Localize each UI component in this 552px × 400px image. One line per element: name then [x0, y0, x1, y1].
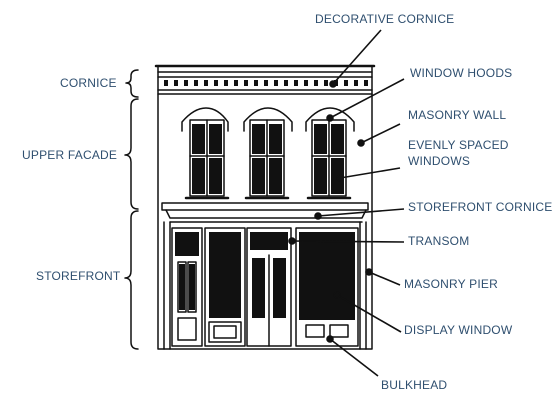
label-storefront: STOREFRONT [36, 269, 121, 283]
window-hood-center [243, 107, 293, 132]
label-masonry-pier: MASONRY PIER [404, 277, 498, 291]
cornice-brace [125, 69, 139, 98]
label-windows: WINDOWS [408, 154, 471, 168]
upper-facade-brace [124, 98, 139, 210]
label-window-hoods: WINDOW HOODS [410, 66, 513, 80]
label-masonry-wall: MASONRY WALL [408, 108, 507, 122]
label-decorative-cornice: DECORATIVE CORNICE [315, 12, 455, 26]
window-hood-left [181, 107, 229, 132]
label-bulkhead: BULKHEAD [381, 378, 448, 392]
label-transom: TRANSOM [408, 234, 470, 248]
label-display-window: DISPLAY WINDOW [404, 323, 513, 337]
label-storefront-cornice: STOREFRONT CORNICE [408, 200, 552, 214]
label-cornice: CORNICE [60, 76, 117, 90]
label-upper-facade: UPPER FACADE [22, 148, 118, 162]
storefront-brace [124, 210, 139, 350]
label-evenly-spaced: EVENLY SPACED [408, 138, 509, 152]
window-hood-right [305, 107, 355, 132]
storefront-cornice [161, 202, 369, 211]
